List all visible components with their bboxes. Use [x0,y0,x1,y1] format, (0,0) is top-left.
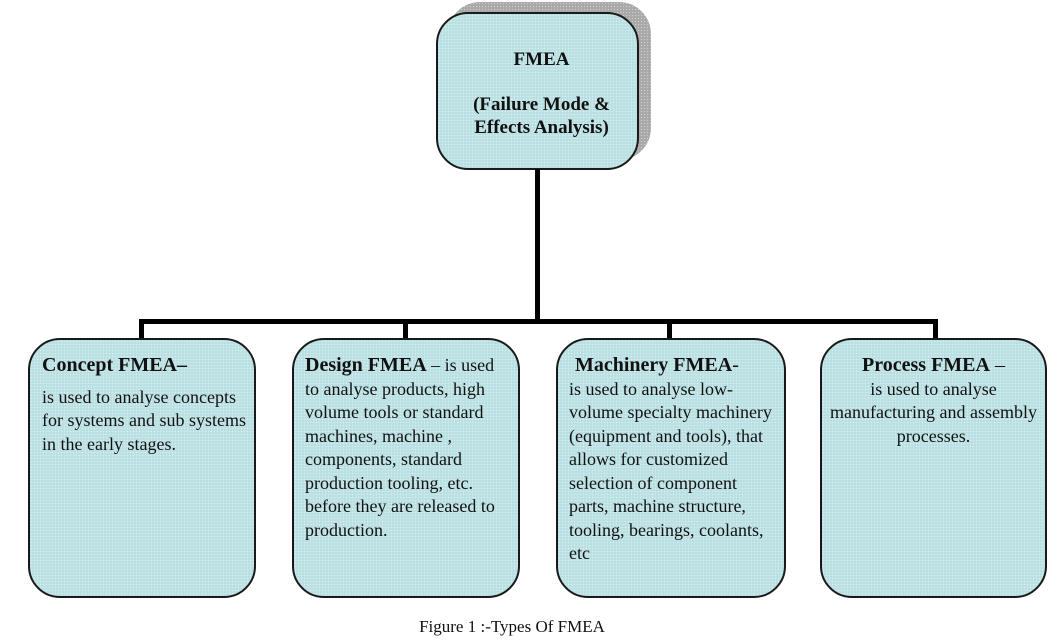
connector-horizontal-bus [139,319,938,324]
node-design-fmea: Design FMEA – is used to analyse product… [292,338,520,598]
node-process-fmea-title-suffix: – [989,354,1005,376]
root-node-fmea: FMEA (Failure Mode & Effects Analysis) [436,12,639,170]
root-node-subtitle-line-2: Effects Analysis) [474,117,609,138]
node-machinery-fmea: Machinery FMEA- is used to analyse low-v… [556,338,786,598]
node-machinery-fmea-title-suffix: - [732,354,739,376]
root-node-subtitle: (Failure Mode & Effects Analysis) [438,93,637,139]
node-concept-fmea: Concept FMEA– is used to analyse concept… [28,338,256,598]
figure-caption: Figure 1 :-Types Of FMEA [419,617,605,636]
connector-drop-design [403,319,408,339]
connector-drop-process [933,319,938,339]
root-node-title: FMEA [513,49,570,70]
node-machinery-fmea-description: is used to analyse low-volume specialty … [569,378,772,564]
node-machinery-fmea-title: Machinery FMEA- [569,354,778,378]
connector-drop-concept [139,319,144,339]
node-design-fmea-content: Design FMEA – is used to analyse product… [305,354,512,542]
node-process-fmea-title: Process FMEA – [828,354,1039,378]
node-design-fmea-title: Design FMEA [305,354,427,376]
connector-root-trunk [535,169,540,323]
node-process-fmea: Process FMEA – is used to analyse manufa… [820,338,1047,598]
root-node-subtitle-line-1: (Failure Mode & [473,94,610,115]
node-process-fmea-content: Process FMEA – is used to analyse manufa… [828,354,1039,448]
node-process-fmea-description: is used to analyse manufacturing and ass… [830,378,1037,446]
node-machinery-fmea-title-text: Machinery FMEA [575,354,733,376]
node-design-fmea-description: – is used to analyse products, high volu… [305,355,495,540]
node-concept-fmea-title: Concept FMEA– [42,354,187,376]
node-concept-fmea-description: is used to analyse concepts for systems … [42,386,246,454]
connector-drop-machinery [667,319,672,339]
node-process-fmea-title-text: Process FMEA [862,354,990,376]
node-machinery-fmea-content: Machinery FMEA- is used to analyse low-v… [569,354,778,566]
node-concept-fmea-content: Concept FMEA– is used to analyse concept… [42,354,246,456]
